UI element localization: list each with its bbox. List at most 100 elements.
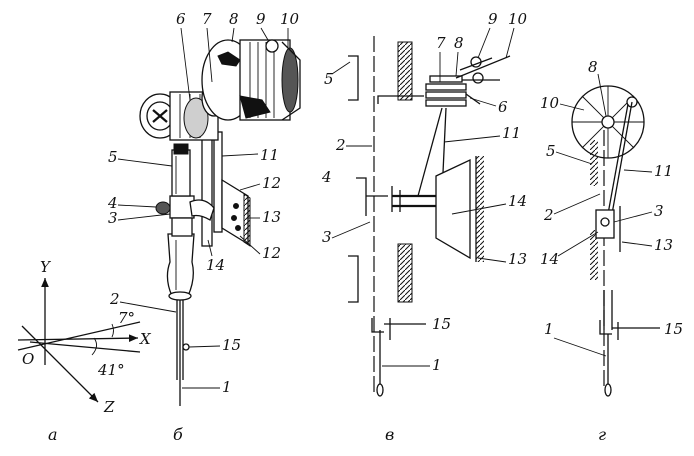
angle-small-label: 7°	[118, 309, 135, 327]
gear-stack-7c	[425, 99, 467, 107]
housing-end-10	[281, 47, 299, 113]
label-b-5: 5	[108, 148, 118, 166]
label-b-3: 3	[108, 209, 118, 227]
label-b-14: 14	[206, 256, 225, 274]
housing-inner	[239, 95, 271, 119]
gear-stack-8	[429, 75, 463, 83]
needle-g-tip	[604, 383, 612, 397]
axis-x-label: X	[139, 330, 152, 348]
label-g-10: 10	[540, 94, 560, 112]
leader-b-7	[206, 27, 213, 83]
leader-g-3	[613, 211, 653, 223]
leader-g-11	[623, 169, 653, 173]
disk-8-hatch	[217, 51, 241, 67]
leader-v-10	[505, 27, 515, 59]
device-panel-b: 1 2 15 3 4 5 6 7 8 9 10 11 12 13 12 14 б	[107, 10, 301, 444]
arm-joint	[189, 199, 215, 221]
leader-b-12a	[239, 183, 261, 191]
cam-9-bottom	[472, 72, 484, 84]
label-b-1: 1	[222, 378, 232, 396]
z-axis	[21, 325, 99, 403]
clamp-screw	[155, 201, 171, 215]
label-g-8: 8	[588, 58, 598, 76]
label-g-3: 3	[654, 202, 664, 220]
label-v-10: 10	[508, 10, 528, 28]
gear-6	[183, 97, 209, 139]
arm-rod	[201, 127, 213, 247]
label-v-8: 8	[454, 34, 464, 52]
leader-g-1	[553, 337, 607, 357]
axis-y-label: Y	[40, 258, 52, 276]
leader-b-6	[180, 27, 191, 101]
label-b-10: 10	[280, 10, 300, 28]
grip-body	[166, 233, 195, 297]
label-v-7: 7	[436, 34, 446, 52]
leader-b-11	[221, 153, 259, 157]
panel-v-label: в	[385, 425, 394, 444]
crank-rod-2	[607, 103, 629, 215]
motor-end-cross	[152, 109, 168, 123]
label-v-5: 5	[324, 70, 334, 88]
leader-g-14	[557, 231, 599, 257]
gear-shaft	[377, 95, 424, 104]
label-b-9: 9	[256, 10, 266, 28]
housing-flange	[281, 41, 301, 121]
label-b-12a: 12	[262, 174, 281, 192]
label-g-5: 5	[546, 142, 556, 160]
leader-b-9	[260, 27, 269, 41]
bracket-hole-2	[231, 215, 237, 221]
grip-ring	[168, 291, 192, 301]
label-v-15: 15	[432, 315, 451, 333]
bracket-hole-1	[233, 203, 239, 209]
label-b-4: 4	[107, 194, 118, 212]
hatch-block-bottom	[397, 243, 413, 303]
bracket-hole-3	[235, 225, 241, 231]
axes-panel-a: Y X Z O 7° 41° а	[17, 258, 152, 444]
label-g-1: 1	[544, 320, 554, 338]
panel-b-label: б	[173, 425, 183, 444]
label-v-9: 9	[488, 10, 498, 28]
label-g-14: 14	[540, 250, 559, 268]
upper-tube	[171, 149, 191, 197]
label-b-7: 7	[202, 10, 212, 28]
label-b-12b: 12	[262, 244, 281, 262]
label-v-4: 4	[321, 168, 332, 186]
crank-rod	[611, 101, 633, 215]
holder-g-15	[599, 320, 660, 340]
label-v-6: 6	[498, 98, 508, 116]
leader-v-9	[477, 27, 491, 59]
label-v-3: 3	[322, 228, 332, 246]
clamp-lower	[171, 217, 193, 237]
label-v-13: 13	[508, 250, 527, 268]
label-g-15: 15	[664, 320, 683, 338]
label-b-8: 8	[229, 10, 239, 28]
leader-g-2	[553, 193, 601, 215]
bracket-lower	[348, 255, 359, 303]
schematic-panel-v: 5 2 4 3 7 8 9 10 6 11 14 13 15 1 в	[321, 10, 528, 444]
hatch-g-lower	[590, 230, 598, 280]
label-b-2: 2	[109, 290, 120, 308]
leader-v-6	[469, 97, 497, 107]
label-b-11: 11	[260, 146, 279, 164]
arm-rod-2	[213, 131, 223, 233]
leader-v-3	[331, 221, 371, 239]
label-g-2: 2	[543, 206, 554, 224]
panel-g-label: г	[598, 425, 606, 444]
wheel-hub	[601, 115, 615, 129]
tilted-line-2	[29, 341, 141, 353]
upper-tube-cap	[173, 143, 189, 155]
panel-a-label: а	[48, 425, 58, 444]
cam-lever-10	[455, 55, 511, 79]
label-v-14: 14	[508, 192, 527, 210]
label-v-1: 1	[432, 356, 442, 374]
schematic-panel-g: 8 10 5 11 2 3 14 13 15 1 г	[540, 58, 683, 444]
bracket-hatch	[243, 193, 251, 247]
leader-b-12b	[239, 235, 261, 255]
leader-b-3	[117, 213, 171, 221]
label-b-6: 6	[176, 10, 186, 28]
axis-origin-label: O	[22, 350, 34, 368]
leader-b-5	[117, 158, 173, 167]
label-b-15: 15	[222, 336, 241, 354]
axis-z-label: Z	[103, 398, 115, 416]
